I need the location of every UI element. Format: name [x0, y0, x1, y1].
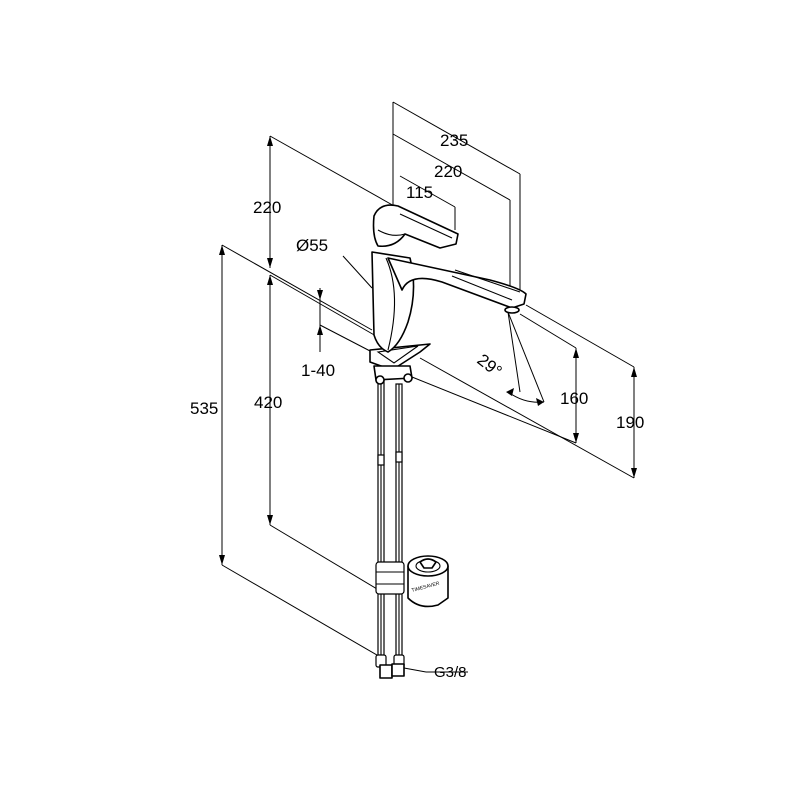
- dim-lever-reach: 115: [406, 183, 433, 202]
- dim-spout-height: 160: [560, 389, 588, 408]
- dim-supply-length: 420: [254, 393, 282, 412]
- dimension-lines: [219, 101, 637, 673]
- dim-body-diameter: Ø55: [296, 236, 328, 255]
- cartridge-accessory: TIMESAVER: [407, 555, 449, 608]
- dim-spout-reach: 220: [434, 162, 462, 181]
- dim-total-height: 535: [190, 399, 218, 418]
- dim-swivel-angle: 29°: [474, 350, 506, 381]
- faucet-body: [369, 204, 527, 679]
- dim-connection-thread: G3/8: [434, 664, 467, 681]
- dim-lever-height: 220: [253, 198, 281, 217]
- dim-deck-thickness: 1-40: [301, 361, 335, 380]
- dimension-labels: 235 220 115 220 Ø55 1-40 535 420 29° 160…: [190, 131, 644, 681]
- dim-overall-depth: 235: [440, 131, 468, 150]
- dim-outlet-height: 190: [616, 413, 644, 432]
